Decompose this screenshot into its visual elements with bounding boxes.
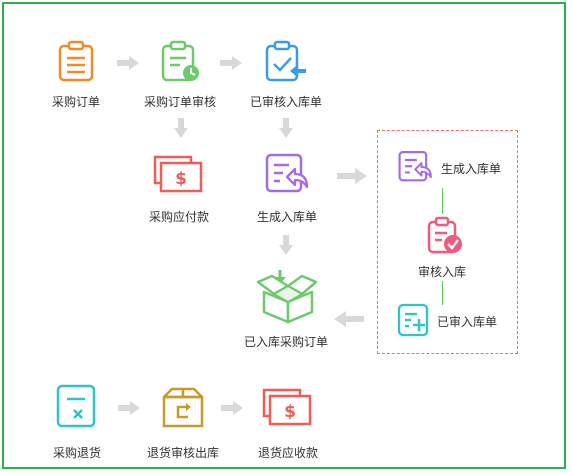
reviewed-receipt-label: 已审核入库单	[249, 95, 323, 109]
clipboard-approve-icon	[427, 216, 462, 254]
connector-line	[442, 281, 443, 305]
arrow-down-icon	[279, 118, 293, 138]
connector-line	[442, 188, 443, 214]
open-box-icon	[256, 270, 318, 324]
received-purchase-order-node[interactable]	[256, 268, 318, 324]
return-receivable-node[interactable]: $	[262, 388, 314, 428]
purchase-order-review-label: 采购订单审核	[143, 95, 217, 109]
arrow-right-icon	[117, 56, 139, 70]
purchase-order-label: 采购订单	[51, 95, 101, 109]
generate-receipt-node[interactable]	[265, 153, 311, 195]
detail-reviewed-receipt-label: 已审入库单	[437, 315, 498, 329]
money-bills-icon: $	[153, 155, 203, 193]
money-bills-icon: $	[262, 388, 312, 426]
received-purchase-order-label: 已入库采购订单	[243, 335, 329, 349]
detail-generate-receipt-label: 生成入库单	[441, 162, 502, 176]
purchase-payable-label: 采购应付款	[148, 210, 210, 224]
detail-reviewed-receipt-node[interactable]	[397, 303, 431, 337]
box-return-icon	[162, 387, 204, 428]
arrow-right-icon	[337, 168, 367, 184]
document-return-icon	[265, 153, 309, 193]
document-return-icon	[398, 151, 432, 182]
return-review-outbound-node[interactable]	[160, 385, 206, 429]
arrow-right-icon	[220, 56, 242, 70]
arrow-right-icon	[221, 401, 243, 415]
svg-text:$: $	[175, 169, 187, 189]
detail-generate-receipt-node[interactable]	[398, 150, 434, 184]
purchase-return-node[interactable]	[55, 383, 99, 431]
purchase-order-review-node[interactable]	[158, 40, 202, 84]
reviewed-receipt-node[interactable]	[262, 40, 310, 84]
generate-receipt-label: 生成入库单	[256, 210, 318, 224]
arrow-right-icon	[118, 401, 140, 415]
return-review-outbound-label: 退货审核出库	[146, 446, 220, 460]
clipboard-check-icon	[265, 40, 306, 82]
document-add-icon	[397, 303, 429, 337]
purchase-order-node[interactable]	[54, 40, 98, 84]
clipboard-clock-icon	[161, 40, 199, 82]
clipboard-list-icon	[58, 40, 94, 82]
arrow-left-icon	[334, 311, 364, 327]
purchase-payable-node[interactable]: $	[153, 155, 205, 195]
document-cancel-icon	[56, 384, 96, 428]
arrow-down-icon	[279, 235, 293, 255]
detail-review-receipt-node[interactable]	[425, 216, 465, 256]
detail-review-receipt-label: 审核入库	[417, 265, 467, 279]
diagram-frame	[2, 2, 566, 469]
return-receivable-label: 退货应收款	[257, 446, 319, 460]
arrow-down-icon	[174, 118, 188, 138]
svg-text:$: $	[284, 402, 296, 422]
receipt-detail-box	[377, 130, 518, 354]
purchase-return-label: 采购退货	[52, 446, 102, 460]
